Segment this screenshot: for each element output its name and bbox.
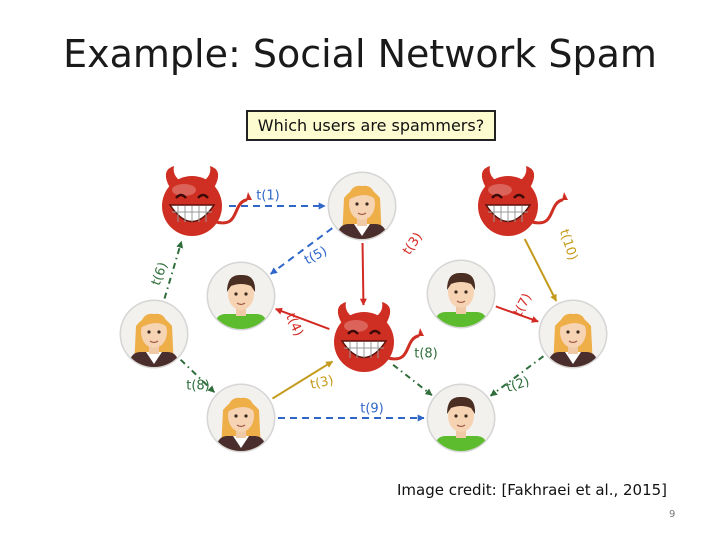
edge-label: t(10) (556, 228, 580, 263)
edge-label: t(2) (505, 374, 532, 396)
edge-f2-m3: t(2) (490, 355, 545, 397)
user-male-icon (206, 261, 276, 331)
edge-d1-f1: t(1) (229, 189, 326, 210)
edge-label: t(7) (511, 291, 535, 319)
edge-label: t(8) (414, 347, 438, 362)
spammer-devil-icon (162, 166, 252, 236)
edge-label: t(9) (360, 402, 384, 417)
image-credit: Image credit: [Fakhraei et al., 2015] (397, 481, 668, 499)
edge-line (523, 238, 558, 302)
user-male-icon (426, 259, 496, 329)
edge-line (392, 364, 433, 396)
edge-f1-d3: t(3) (359, 230, 426, 306)
edge-label: t(3) (400, 230, 426, 258)
edge-line (275, 307, 330, 330)
spammer-devil-icon (478, 166, 568, 236)
edge-line (490, 355, 545, 397)
spammer-devil-icon (334, 302, 424, 372)
edge-label: t(3) (309, 373, 335, 393)
edge-m2-f2: t(7) (495, 291, 539, 323)
edge-line (271, 360, 334, 400)
question-box: Which users are spammers? (246, 110, 496, 141)
edge-label: t(6) (149, 260, 171, 287)
edge-label: t(4) (282, 311, 306, 339)
nodes-layer (119, 166, 608, 453)
user-female-icon (327, 171, 397, 241)
edge-line (270, 227, 333, 275)
edge-label: t(5) (302, 244, 330, 268)
edge-label: t(8) (186, 379, 210, 394)
edge-f4-d3: t(3) (271, 360, 335, 400)
slide-title: Example: Social Network Spam (63, 32, 657, 76)
user-female-icon (538, 299, 608, 369)
edge-f3-f4: t(8) (179, 358, 216, 394)
user-female-icon (119, 299, 189, 369)
page-number: 9 (669, 509, 676, 520)
edge-f3-d1: t(6) (149, 240, 184, 299)
user-male-icon (426, 383, 496, 453)
edge-line (495, 305, 539, 323)
user-female-icon (206, 383, 276, 453)
edge-d2-f2: t(10) (523, 228, 580, 302)
edge-d3-m1: t(4) (275, 307, 330, 339)
edge-label: t(1) (256, 189, 280, 204)
edge-d3-m3: t(8) (392, 347, 438, 396)
edge-f1-m1: t(5) (270, 227, 333, 275)
edge-line (359, 242, 367, 306)
edge-f4-m3: t(9) (278, 402, 425, 422)
edge-line (163, 240, 184, 299)
